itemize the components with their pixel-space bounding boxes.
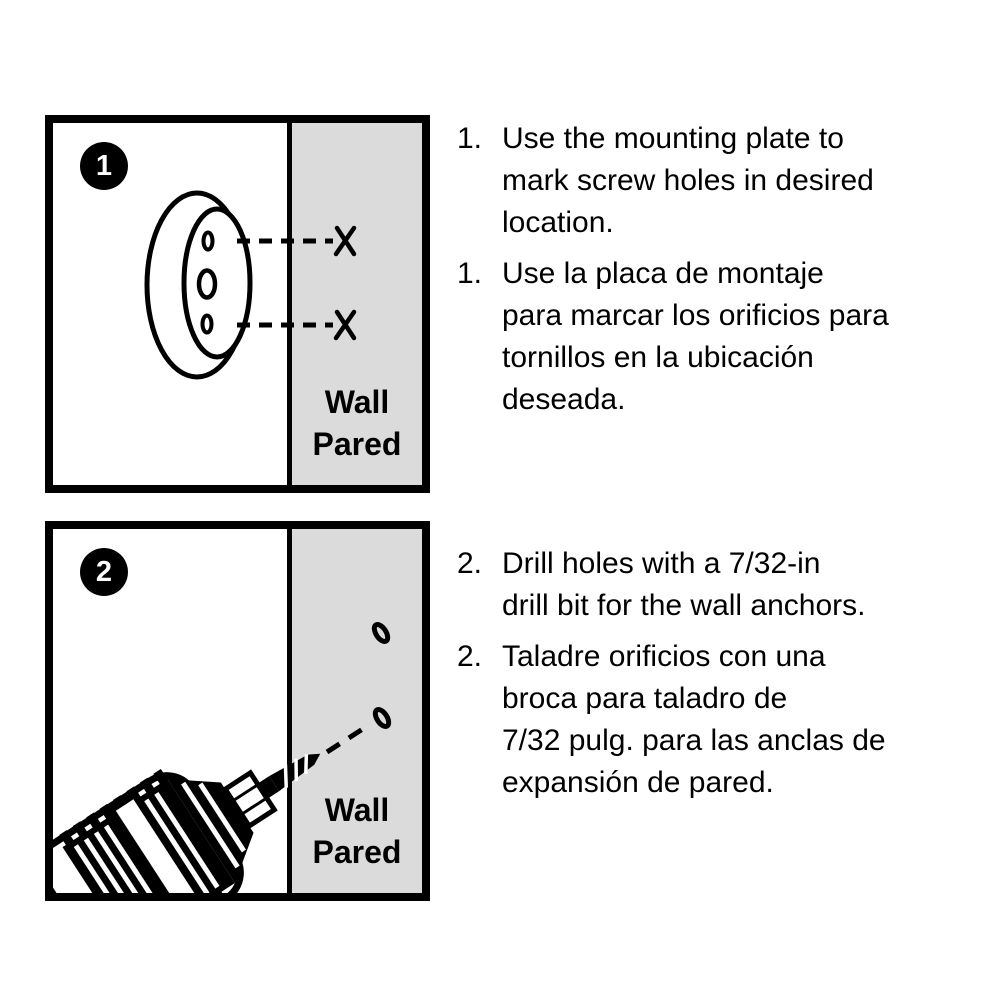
plate-screw-hole-bottom	[200, 313, 214, 335]
drilled-hole-marks	[371, 622, 392, 729]
step1-wall-region: Wall Pared	[287, 123, 422, 485]
step2-en-text: Drill holes with a 7/32-in drill bit for…	[502, 547, 866, 622]
step2-instructions: 2. Drill holes with a 7/32-in drill bit …	[457, 543, 977, 804]
step1-illustration-panel: Wall Pared	[45, 115, 430, 493]
step1-instructions: 1. Use the mounting plate to mark screw …	[457, 118, 977, 421]
plate-screw-hole-top	[201, 230, 215, 252]
step1-badge-number: 1	[95, 149, 113, 182]
drill-clutch-band	[108, 792, 210, 893]
drilling-illustration	[53, 622, 392, 893]
step2-es-number: 2.	[457, 640, 483, 673]
step2-instruction-es: 2. Taladre orificios con una broca para …	[457, 636, 977, 804]
step1-en-number: 1.	[457, 122, 483, 155]
hole-mark-lower	[372, 707, 392, 729]
step1-instruction-en: 1. Use the mounting plate to mark screw …	[457, 118, 977, 244]
step2-illustration-panel: Wall Pared	[45, 521, 430, 901]
step1-badge: 1	[80, 142, 128, 190]
step1-en-text: Use the mounting plate to mark screw hol…	[502, 122, 874, 239]
mounting-plate-illustration	[144, 190, 357, 380]
step1-es-text: Use la placa de montaje para marcar los …	[502, 257, 889, 416]
step2-en-number: 2.	[457, 547, 483, 580]
x-mark-bottom	[333, 309, 357, 341]
step2-wall-label: Wall Pared	[312, 792, 402, 870]
step2-wall-region: Wall Pared	[287, 529, 422, 893]
step2-badge-number: 2	[95, 555, 113, 588]
step1-instruction-es: 1. Use la placa de montaje para marcar l…	[457, 253, 977, 421]
drill-illustration	[53, 753, 321, 893]
drill-chuck	[59, 768, 235, 893]
step2-badge: 2	[80, 548, 128, 596]
mounting-plate	[144, 190, 253, 380]
step2-instruction-en: 2. Drill holes with a 7/32-in drill bit …	[457, 543, 977, 627]
step1-wall-label: Wall Pared	[312, 384, 402, 462]
drill-guide-dashed-line	[325, 722, 371, 755]
plate-center-hole	[196, 268, 218, 300]
x-mark-top	[333, 225, 357, 257]
step1-es-number: 1.	[457, 257, 483, 290]
hole-mark-upper	[371, 622, 391, 644]
step2-es-text: Taladre orificios con una broca para tal…	[502, 640, 886, 799]
